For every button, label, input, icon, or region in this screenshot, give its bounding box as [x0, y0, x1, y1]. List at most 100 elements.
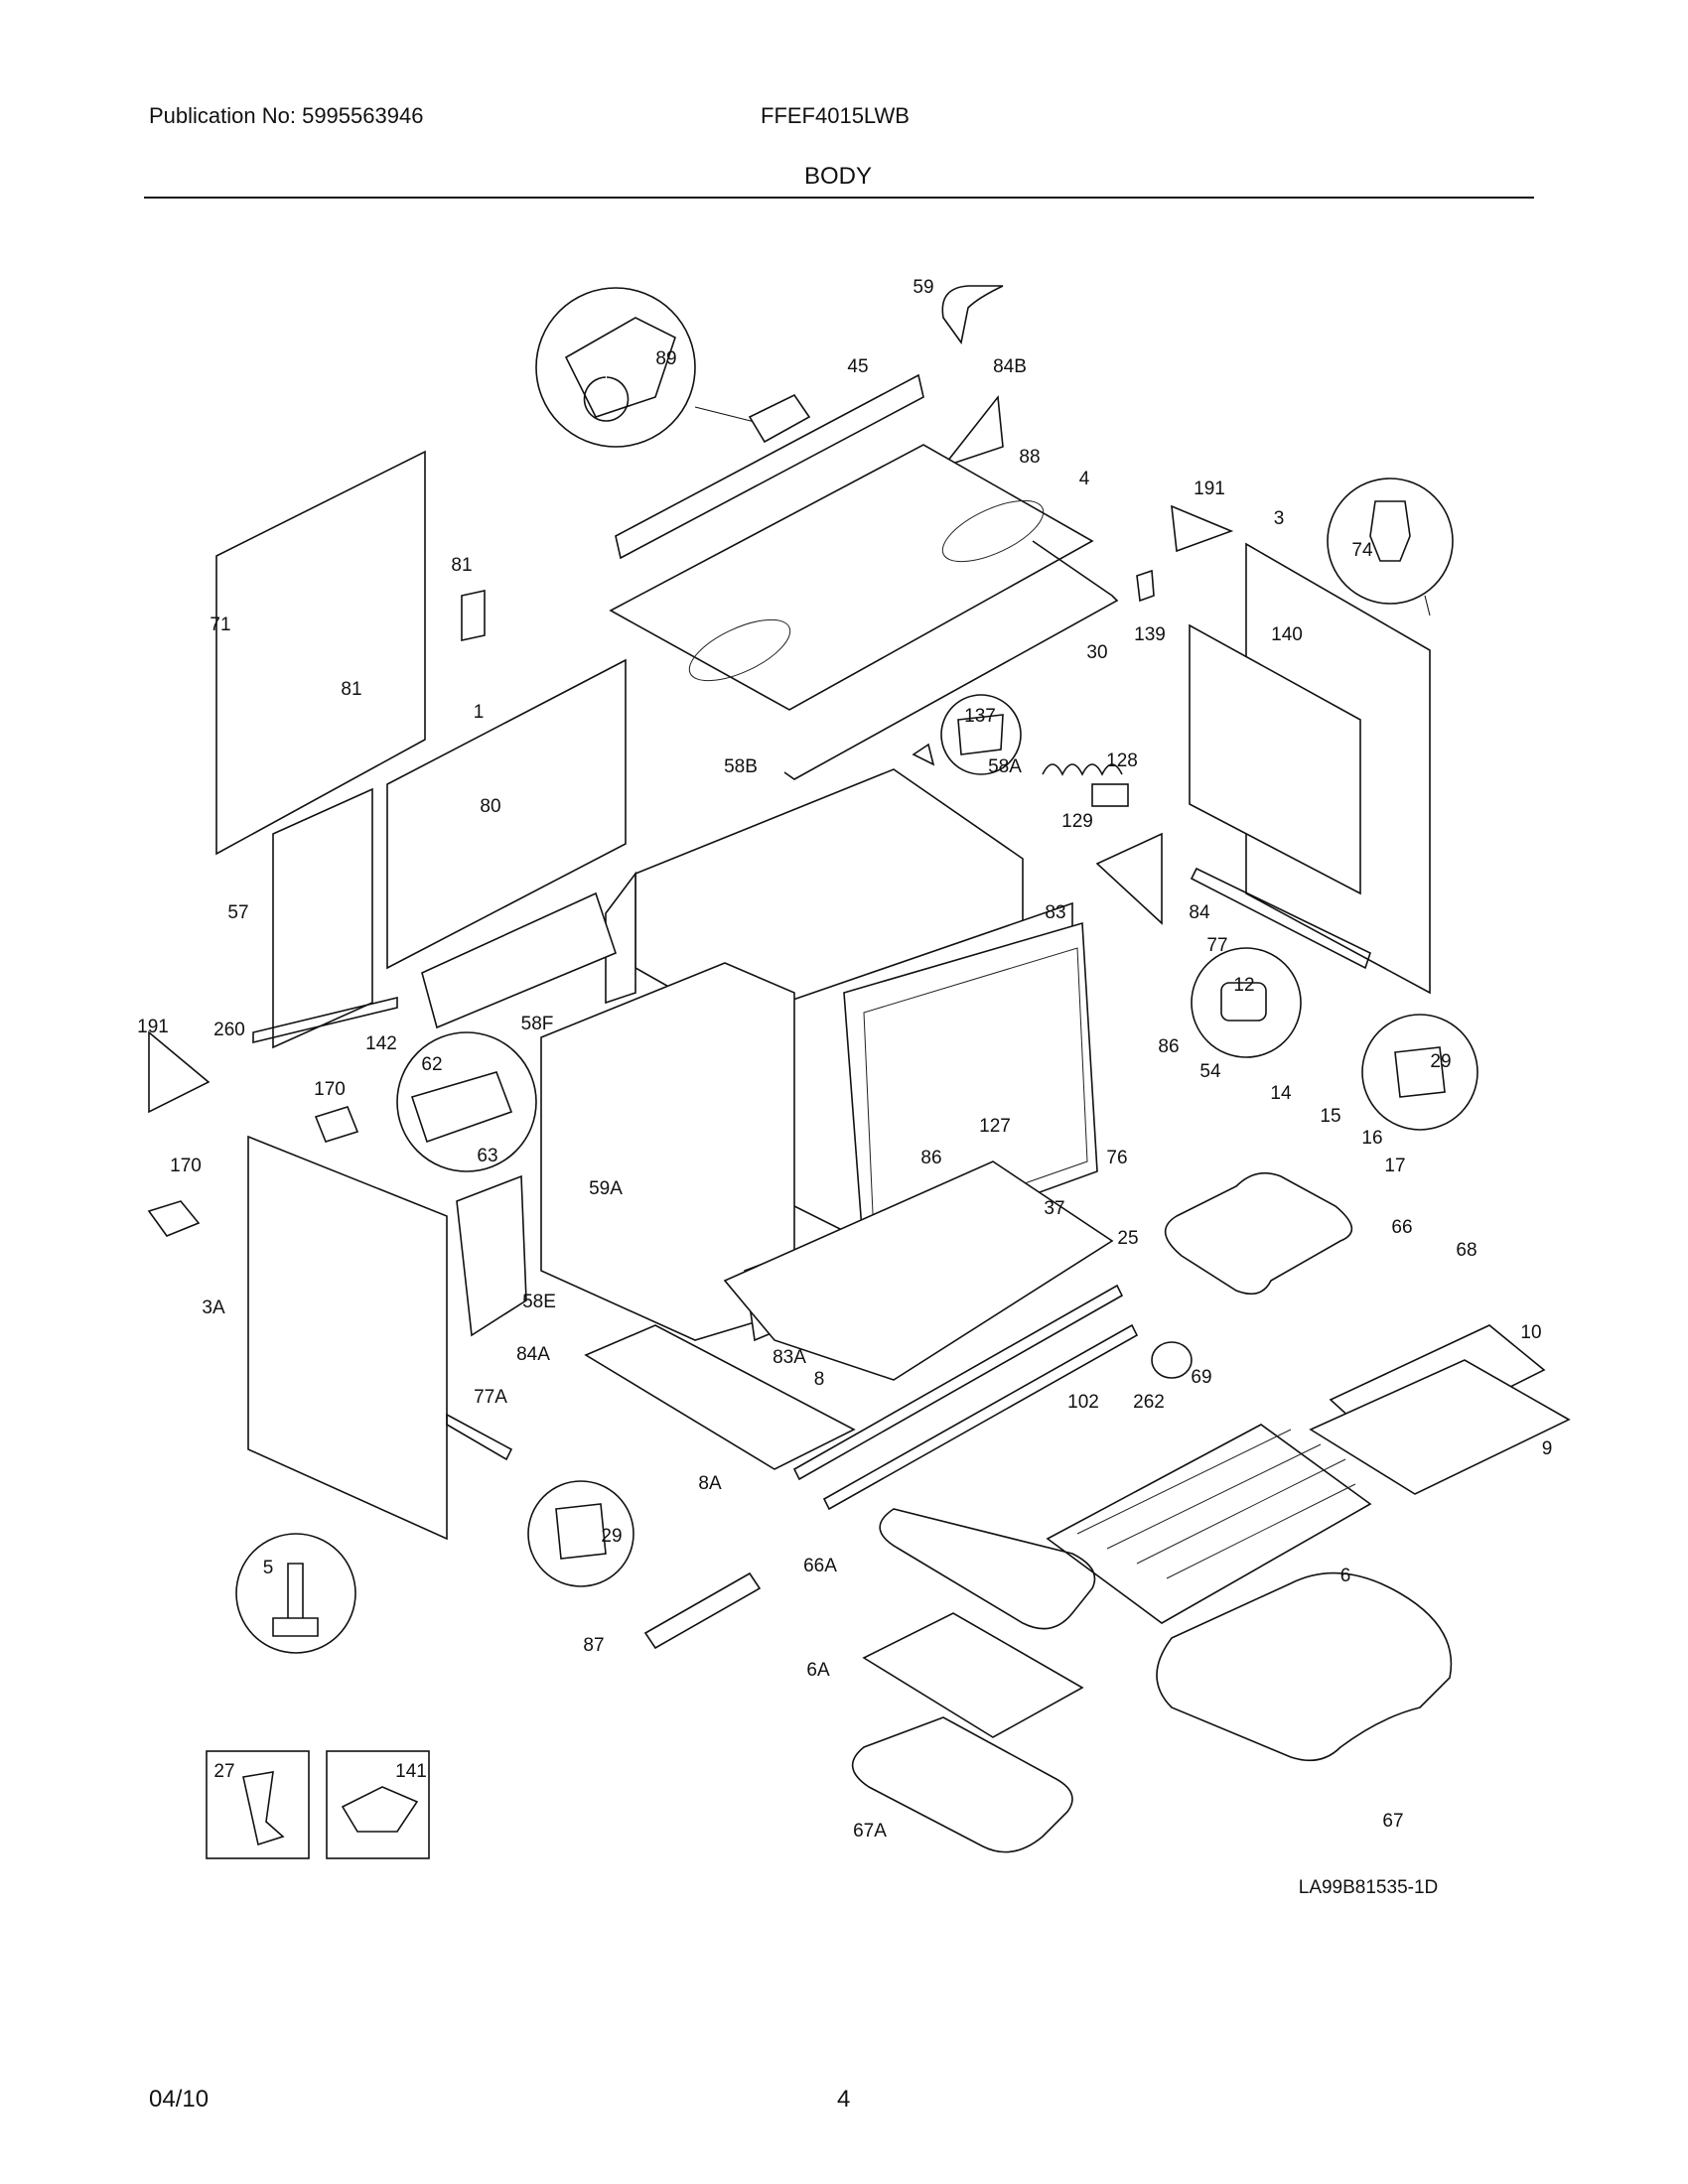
broil-pan	[1309, 1359, 1571, 1495]
small-plate	[147, 1200, 201, 1237]
header-rule	[144, 197, 1534, 199]
bottom-tray	[584, 1324, 856, 1470]
leader-line	[694, 406, 756, 423]
callout-label: 80	[480, 796, 500, 817]
callout-label: 69	[1191, 1367, 1211, 1388]
callout-label: 57	[227, 902, 248, 923]
callout-label: 260	[213, 1020, 245, 1040]
callout-label: 83A	[773, 1347, 806, 1368]
rail-30	[783, 540, 1119, 780]
clip-detail-circle-left	[527, 1480, 634, 1587]
inset-box-141	[326, 1750, 430, 1859]
bracket-87	[643, 1571, 762, 1650]
vent-tube	[941, 285, 1004, 344]
callout-label: 9	[1542, 1438, 1553, 1459]
callout-label: 59A	[589, 1178, 623, 1199]
latch-128	[1091, 783, 1129, 807]
callout-label: 8A	[698, 1473, 722, 1494]
callout-label: 191	[137, 1017, 169, 1037]
callout-label: 84B	[993, 356, 1027, 377]
callout-label: 76	[1106, 1148, 1127, 1168]
back-panel-inner	[386, 658, 627, 970]
insulation-panel	[272, 787, 373, 1049]
callout-label: 54	[1199, 1061, 1221, 1082]
leveling-leg-detail	[235, 1533, 356, 1654]
callout-label: 8	[814, 1369, 825, 1390]
callout-label: 84	[1189, 902, 1210, 923]
oven-front-frame	[843, 921, 1098, 1258]
bracket-84A	[456, 1174, 527, 1337]
callout-label: 137	[964, 706, 996, 727]
corner-bracket	[940, 394, 1004, 469]
side-insulation-panel	[1189, 623, 1361, 895]
side-panel-left	[247, 1135, 448, 1541]
insulation-58B	[605, 871, 636, 1005]
socket-drawing	[1220, 982, 1267, 1022]
callout-label: 170	[314, 1079, 346, 1100]
section-title: BODY	[804, 163, 873, 190]
callout-label: 3A	[202, 1297, 225, 1318]
callout-label: 68	[1456, 1240, 1477, 1261]
callout-label: 27	[213, 1761, 234, 1782]
bottom-panel	[723, 1160, 1114, 1381]
callout-label: 12	[1233, 975, 1254, 996]
rail-77	[1190, 867, 1371, 970]
gusset-bracket-left	[148, 1030, 211, 1114]
callout-label: 140	[1271, 624, 1303, 645]
callout-label: 63	[477, 1146, 497, 1166]
top-panel-cutout	[941, 499, 1045, 563]
oven-opening	[863, 947, 1088, 1237]
publication-number: Publication No: 5995563946	[149, 103, 424, 128]
callout-label: 16	[1361, 1128, 1382, 1149]
callout-label: 128	[1106, 751, 1138, 771]
callout-label: 59	[913, 277, 933, 298]
callout-label: 191	[1194, 478, 1225, 499]
callout-label: 81	[451, 555, 472, 576]
small-plate	[314, 1106, 359, 1143]
control-bracket	[421, 891, 617, 1029]
top-bracket	[615, 373, 924, 560]
callout-label: 139	[1134, 624, 1166, 645]
part-141-drawing	[341, 1786, 419, 1833]
callout-label: 86	[920, 1148, 941, 1168]
callout-label: 4	[1079, 469, 1090, 489]
motor-mount	[748, 393, 811, 444]
page-number: 4	[837, 2086, 851, 2113]
top-panel	[609, 444, 1094, 711]
callout-label: 87	[583, 1635, 604, 1656]
rail-102	[792, 1284, 1124, 1481]
rail-262	[822, 1323, 1139, 1511]
callout-label: 127	[979, 1116, 1011, 1137]
callout-label: 141	[395, 1761, 427, 1782]
small-rack	[862, 1612, 1084, 1738]
callout-label: 84A	[516, 1344, 550, 1365]
callout-label: 6	[1340, 1566, 1351, 1586]
element-67	[1156, 1571, 1453, 1762]
oven-rack	[1046, 1424, 1372, 1624]
switch-drawing	[957, 714, 1004, 755]
callout-label: 67	[1382, 1811, 1403, 1832]
callout-label: 30	[1086, 642, 1107, 663]
callout-label: 88	[1019, 447, 1040, 468]
callout-label: 62	[421, 1054, 442, 1075]
callout-label: 86	[1158, 1036, 1179, 1057]
callout-label: 5	[263, 1558, 274, 1578]
clip-drawing	[1394, 1046, 1446, 1098]
rack-wires	[1076, 1429, 1356, 1579]
model-number: FFEF4015LWB	[761, 103, 910, 128]
spring-129	[1042, 763, 1123, 776]
callout-label: 10	[1520, 1322, 1541, 1343]
callout-label: 170	[170, 1156, 202, 1176]
bracket-84	[1095, 832, 1163, 925]
callout-label: 29	[601, 1526, 622, 1547]
top-panel-cutout	[688, 618, 791, 682]
callout-label: 3	[1274, 508, 1285, 529]
callout-label: 66	[1391, 1217, 1412, 1238]
callout-label: 262	[1133, 1392, 1165, 1413]
callout-label: 58B	[724, 756, 758, 777]
terminal-block	[410, 1071, 513, 1144]
callout-label: 37	[1044, 1198, 1064, 1219]
callout-label: 102	[1067, 1392, 1099, 1413]
rail-260	[252, 996, 398, 1044]
